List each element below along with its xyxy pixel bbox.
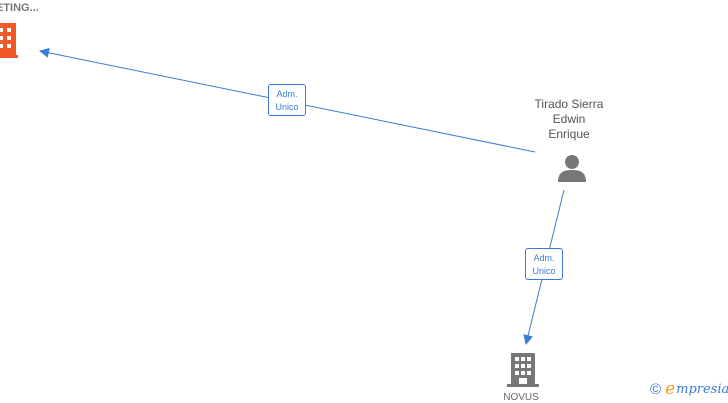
person-name[interactable]: Tirado Sierra Edwin Enrique: [519, 97, 619, 142]
edge-role-line: Adm.: [276, 89, 298, 99]
brand-name: mpresia: [676, 381, 728, 397]
person-icon[interactable]: [558, 155, 586, 182]
company-name-top[interactable]: ETING...: [0, 2, 39, 14]
building-icon[interactable]: [507, 353, 539, 387]
brand-initial: e: [665, 379, 676, 399]
edge-role-line: Unico: [275, 102, 299, 112]
edge-role-line: Adm.: [533, 253, 555, 263]
edge-label-role: Adm. Unico: [268, 84, 306, 116]
company-name-bottom[interactable]: NOVUS: [503, 392, 539, 403]
empresia-watermark: © e mpresia: [650, 379, 728, 399]
person-name-line: Enrique: [548, 127, 590, 141]
building-icon[interactable]: [0, 23, 18, 58]
person-name-line: Tirado Sierra: [534, 97, 604, 111]
edge-role-line: Unico: [532, 266, 556, 276]
copyright-symbol: ©: [650, 380, 662, 398]
edge-label-role: Adm. Unico: [525, 248, 563, 280]
person-name-line: Edwin: [552, 112, 586, 126]
